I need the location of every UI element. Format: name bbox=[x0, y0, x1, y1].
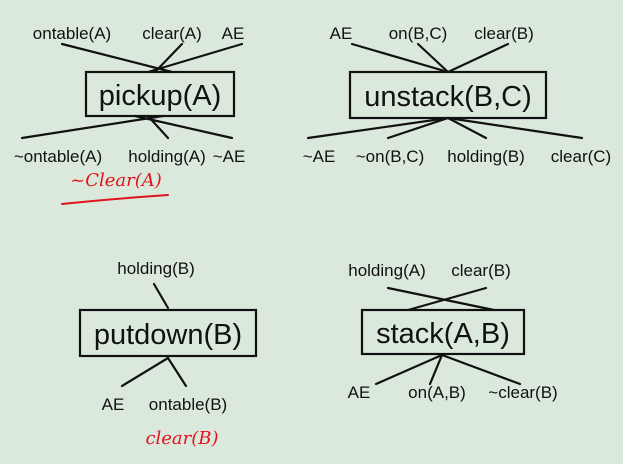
effect-label: ~clear(B) bbox=[488, 383, 557, 402]
pre-edge-3 bbox=[446, 42, 510, 74]
precondition-label: clear(B) bbox=[474, 24, 534, 43]
effect-label: ~ontable(A) bbox=[14, 147, 102, 166]
pre-edge-2 bbox=[406, 286, 488, 312]
effect-label: on(A,B) bbox=[408, 383, 466, 402]
effect-label: ~AE bbox=[303, 147, 336, 166]
pre-edge-3 bbox=[146, 42, 244, 74]
pre-edge-2 bbox=[416, 42, 450, 74]
eff-edge-3 bbox=[446, 116, 488, 140]
eff-edge-3 bbox=[440, 353, 522, 386]
precondition-label: AE bbox=[330, 24, 353, 43]
effect-label: clear(C) bbox=[551, 147, 611, 166]
operator-box bbox=[78, 308, 258, 358]
eff-edge-1 bbox=[306, 116, 450, 140]
eff-edge-2 bbox=[428, 353, 444, 386]
eff-edge-1 bbox=[374, 353, 444, 386]
operator-name: pickup(A) bbox=[99, 80, 222, 112]
operator-name: unstack(B,C) bbox=[364, 81, 532, 113]
effect-label: AE bbox=[102, 395, 125, 414]
precondition-label: clear(A) bbox=[142, 24, 202, 43]
pre-edge-1 bbox=[386, 286, 496, 312]
precondition-label: holding(A) bbox=[348, 261, 426, 280]
eff-edge-2 bbox=[166, 356, 188, 388]
precondition-label: holding(B) bbox=[117, 259, 195, 278]
eff-edge-1 bbox=[120, 356, 170, 388]
handwritten-note: clear(B) bbox=[145, 428, 218, 449]
operator-name: stack(A,B) bbox=[376, 318, 510, 350]
effect-label: ~on(B,C) bbox=[356, 147, 425, 166]
precondition-label: on(B,C) bbox=[389, 24, 448, 43]
effect-label: holding(B) bbox=[447, 147, 525, 166]
operator-box bbox=[348, 70, 548, 120]
operator-pickup: pickup(A) ontable(A) clear(A) AE ~ontabl… bbox=[14, 24, 246, 205]
pre-edge-1 bbox=[60, 42, 174, 74]
eff-edge-4 bbox=[446, 116, 584, 140]
operator-stack: stack(A,B) holding(A) clear(B) AE on(A,B… bbox=[348, 261, 558, 402]
pre-edge-1 bbox=[152, 282, 170, 310]
precondition-label: AE bbox=[222, 24, 245, 43]
operator-name: putdown(B) bbox=[94, 319, 242, 351]
precondition-label: clear(B) bbox=[451, 261, 511, 280]
eff-edge-1 bbox=[20, 114, 165, 140]
pre-edge-2 bbox=[153, 42, 184, 74]
effect-label: holding(A) bbox=[128, 147, 206, 166]
operator-putdown: putdown(B) holding(B) AE ontable(B) clea… bbox=[78, 259, 258, 449]
operator-unstack: unstack(B,C) AE on(B,C) clear(B) ~AE ~on… bbox=[303, 24, 612, 166]
effect-label: ontable(B) bbox=[149, 395, 227, 414]
pre-edge-1 bbox=[350, 42, 450, 74]
operator-box bbox=[84, 70, 236, 118]
effect-label: ~AE bbox=[213, 147, 246, 166]
effect-label: AE bbox=[348, 383, 371, 402]
eff-edge-2 bbox=[386, 116, 450, 140]
operator-box bbox=[360, 308, 526, 356]
handwritten-note: ~Clear(A) bbox=[70, 170, 162, 191]
handwritten-underline bbox=[61, 194, 169, 205]
eff-edge-3 bbox=[133, 114, 234, 140]
precondition-label: ontable(A) bbox=[33, 24, 111, 43]
